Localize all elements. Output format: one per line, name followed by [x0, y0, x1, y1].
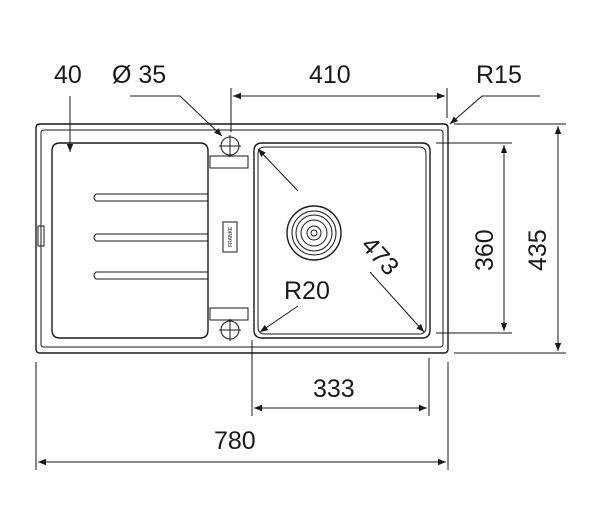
- dim-35-label: Ø 35: [112, 61, 166, 89]
- dim-410-label: 410: [309, 61, 351, 89]
- dim-r15-leader: [449, 95, 540, 125]
- tap-hole-top-cross: [219, 135, 241, 157]
- dim-473-line-upper: [257, 148, 299, 192]
- sink-inner-rim: [40, 129, 444, 348]
- middle-strip: [209, 155, 249, 169]
- tap-hole-bottom-cross: [219, 319, 241, 341]
- dim-360-label: 360: [471, 229, 499, 271]
- logo-badge: [222, 221, 238, 253]
- dim-333-label: 333: [313, 375, 355, 403]
- dim-473-line-lower: [369, 271, 425, 333]
- drain-center: [306, 225, 322, 241]
- middle-strip-lower: [209, 307, 249, 321]
- drain-ring-3: [300, 219, 328, 247]
- dim-40-label: 40: [54, 61, 82, 89]
- sink-outer-outline: [35, 123, 449, 354]
- dim-r20-leader: [259, 305, 299, 333]
- dim-r15-label: R15: [476, 61, 522, 89]
- dim-35-leader: [130, 95, 223, 137]
- drain-ring-2: [295, 214, 333, 252]
- drainer-rib-3: [93, 271, 209, 280]
- logo-text: FRANKE: [228, 226, 234, 247]
- drainer-rib-2: [93, 233, 209, 242]
- drain-outer: [286, 205, 342, 261]
- bowl-outline: [253, 142, 431, 339]
- dim-780-label: 780: [214, 427, 256, 455]
- drain-hub: [310, 229, 318, 237]
- drainer-area: [51, 142, 209, 339]
- drainer-rib-1: [93, 193, 209, 202]
- overflow-slot: [37, 225, 45, 247]
- dim-473-label: 473: [356, 231, 405, 281]
- dim-r20-label: R20: [284, 277, 330, 305]
- dim-435-label: 435: [524, 229, 552, 271]
- drain-ring-1: [291, 210, 337, 256]
